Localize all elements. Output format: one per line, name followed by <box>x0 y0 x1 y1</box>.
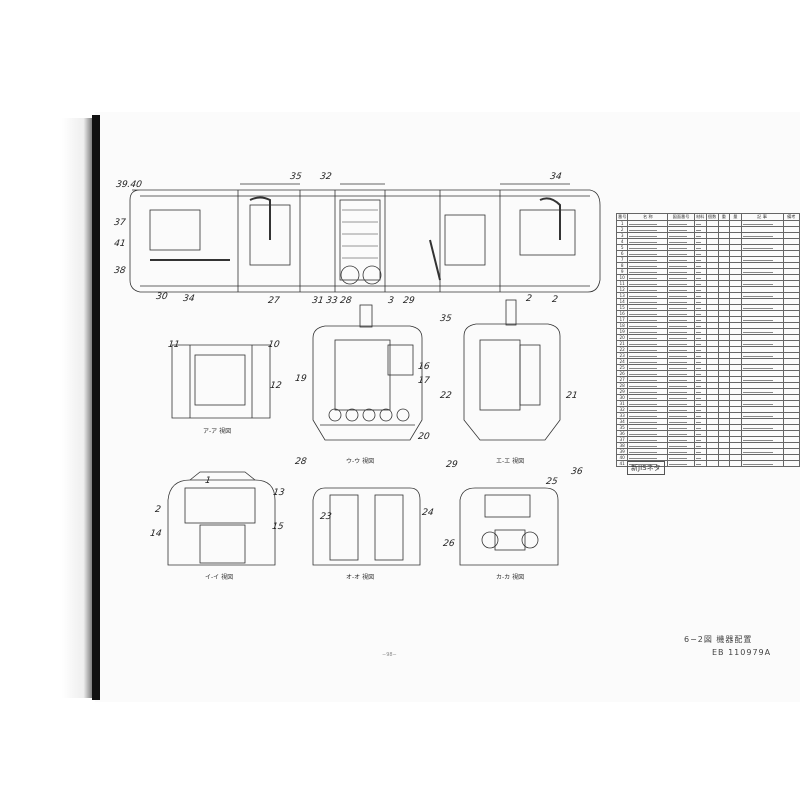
callout-24: 24 <box>421 508 435 518</box>
table-row: 31 <box>615 400 800 407</box>
book-spine <box>92 115 100 700</box>
callout-25: 25 <box>545 477 559 487</box>
view-a <box>171 344 271 419</box>
callout-28-view: 28 <box>294 457 308 467</box>
callout-35-top: 35 <box>289 172 303 182</box>
table-row: 26 <box>615 370 800 377</box>
callout-10: 10 <box>267 340 281 350</box>
callout-33: 33 <box>325 296 339 306</box>
table-row: 8 <box>615 262 800 269</box>
table-row: 22 <box>615 346 800 353</box>
callout-3: 3 <box>387 296 395 306</box>
callout-13: 13 <box>272 488 286 498</box>
callout-2-e: 2 <box>551 295 559 305</box>
jis-stamp: 新JISネタ <box>627 461 665 475</box>
view-label-o: オ-オ 視図 <box>346 574 375 581</box>
callout-15: 15 <box>271 522 285 532</box>
view-e <box>463 299 561 441</box>
callout-22: 22 <box>439 391 453 401</box>
table-row: 33 <box>615 412 800 419</box>
view-o <box>312 487 421 566</box>
table-header: 番号 名 称 図面番号 材料 個数 重 量 記 事 備考 <box>615 213 800 221</box>
drawing-number: EB 110979A <box>712 648 772 657</box>
callout-41: 41 <box>113 239 127 249</box>
callout-16: 16 <box>417 362 431 372</box>
view-u <box>312 304 423 441</box>
table-cell <box>667 460 695 467</box>
figure-caption: 6−2図 機器配置 <box>684 635 753 644</box>
table-cell <box>782 460 800 467</box>
view-label-i: イ-イ 視図 <box>205 574 234 581</box>
callout-34: 34 <box>182 294 196 304</box>
table-cell <box>740 460 784 467</box>
table-row: 41 <box>615 460 800 467</box>
table-cell <box>693 460 707 467</box>
header-material: 材料 <box>693 213 707 221</box>
callout-19: 19 <box>294 374 308 384</box>
callout-32: 32 <box>319 172 333 182</box>
callout-36: 36 <box>570 467 584 477</box>
callout-29: 29 <box>402 296 416 306</box>
plan-view <box>129 183 601 293</box>
table-row: 14 <box>615 298 800 305</box>
header-remarks: 記 事 <box>740 213 784 221</box>
callout-27: 27 <box>267 296 281 306</box>
table-row: 10 <box>615 274 800 281</box>
view-ka <box>459 487 559 566</box>
view-i <box>167 471 276 566</box>
callout-12: 12 <box>269 381 283 391</box>
callout-14: 14 <box>149 529 163 539</box>
table-row: 35 <box>615 424 800 431</box>
callout-17: 17 <box>417 376 431 386</box>
callout-23-o: 23 <box>319 512 333 522</box>
view-label-ka: カ-カ 視図 <box>496 574 525 581</box>
view-label-a: ア-ア 視図 <box>203 428 232 435</box>
callout-30: 30 <box>155 292 169 302</box>
callout-11: 11 <box>167 340 181 350</box>
callout-31: 31 <box>311 296 325 306</box>
callout-26: 26 <box>442 539 456 549</box>
callout-28: 28 <box>339 296 353 306</box>
table-row: 1 <box>615 220 800 227</box>
callout-20: 20 <box>417 432 431 442</box>
header-drawing-no: 図面番号 <box>667 213 695 221</box>
table-cell <box>717 460 731 467</box>
callout-37: 37 <box>113 218 127 228</box>
table-row: 32 <box>615 406 800 413</box>
table-row: 2 <box>615 226 800 233</box>
callout-2: 2 <box>525 294 533 304</box>
table-row: 6 <box>615 250 800 257</box>
table-row: 21 <box>615 340 800 347</box>
page-number: −98− <box>382 652 397 658</box>
header-number: 番号 <box>615 213 629 221</box>
header-notes: 備考 <box>782 213 800 221</box>
view-label-u: ウ-ウ 視図 <box>346 458 375 465</box>
table-cell <box>705 460 719 467</box>
callout-38: 38 <box>113 266 127 276</box>
callout-34-top: 34 <box>549 172 563 182</box>
callout-39-40: 39.40 <box>115 180 143 190</box>
callout-2-i: 2 <box>154 505 162 515</box>
header-qty: 個数 <box>705 213 719 221</box>
callout-21: 21 <box>565 391 579 401</box>
callout-29-e: 29 <box>445 460 459 470</box>
table-cell <box>729 460 742 467</box>
header-weight-1: 重 <box>717 213 731 221</box>
callout-35: 35 <box>439 314 453 324</box>
view-label-e: エ-エ 視図 <box>496 458 525 465</box>
header-weight-2: 量 <box>729 213 742 221</box>
header-name: 名 称 <box>627 213 669 221</box>
